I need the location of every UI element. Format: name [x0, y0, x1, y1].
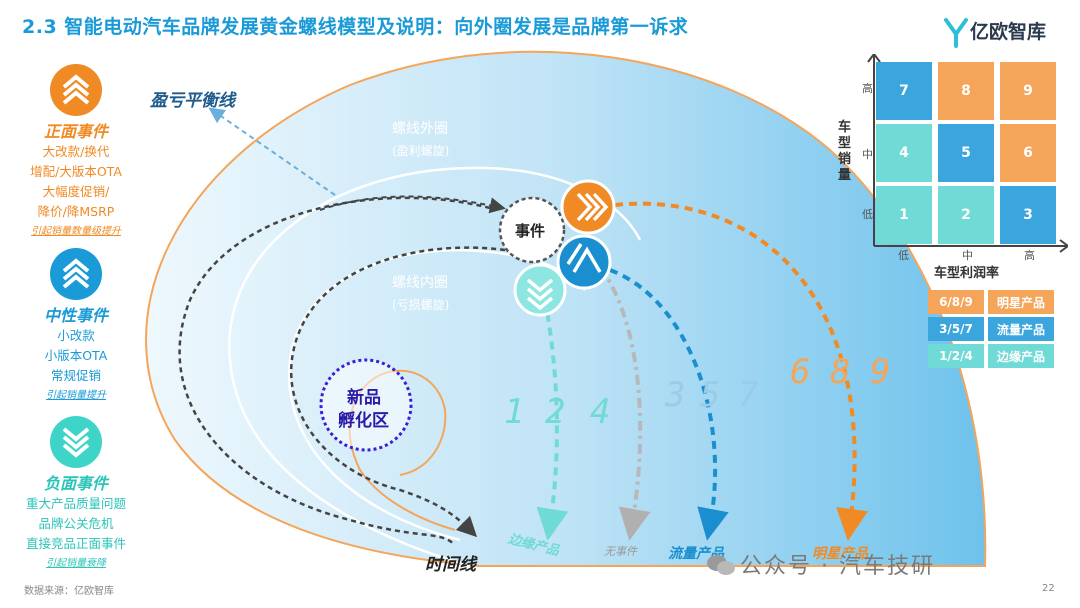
matrix-axes — [867, 54, 1068, 253]
outer-ring-sublabel: (盈利螺旋) — [392, 144, 450, 158]
matrix-cell: 6 — [1000, 124, 1056, 182]
positive-event-item: 增配/大版本OTA — [30, 164, 122, 179]
matrix-y-tick: 高 — [862, 82, 873, 95]
flow-number: 3 — [665, 375, 686, 415]
legend-code: 6/8/9 — [928, 290, 984, 314]
brand-logo-text: 亿欧智库 — [970, 21, 1047, 43]
event-node-label: 事件 — [515, 222, 546, 240]
negative-event-item: 直接竞品正面事件 — [25, 536, 126, 551]
flow-number: 5 — [700, 375, 721, 415]
star-product-arrow — [614, 201, 868, 541]
positive-event-item: 降价/降MSRP — [37, 204, 115, 219]
positive-event-block: 正面事件 大改款/换代 增配/大版本OTA 大幅度促销/ 降价/降MSRP 引起… — [12, 64, 140, 237]
positive-event-item: 大幅度促销/ — [42, 184, 110, 199]
inner-ring-label: 螺线内圈 — [392, 275, 448, 291]
negative-event-item: 重大产品质量问题 — [25, 496, 126, 511]
matrix-y-tick: 中 — [862, 148, 873, 161]
matrix-y-tick: 低 — [862, 208, 873, 221]
legend-code: 1/2/4 — [928, 344, 984, 368]
positive-event-icon — [50, 64, 102, 116]
matrix-x-tick: 中 — [962, 249, 973, 262]
matrix-x-tick: 高 — [1024, 249, 1035, 262]
star-number: 6 — [790, 352, 811, 392]
page-number: 22 — [1042, 583, 1055, 594]
event-node — [498, 196, 566, 264]
negative-event-item: 品牌公关危机 — [38, 516, 114, 531]
positive-event-item: 大改款/换代 — [42, 144, 110, 159]
negative-event-note: 引起销量衰降 — [46, 558, 106, 569]
wechat-icon — [707, 555, 735, 575]
incubator-node — [319, 358, 413, 452]
star-number: 9 — [870, 352, 891, 392]
breakeven-label: 盈亏平衡线 — [150, 91, 235, 111]
matrix-cell: 3 — [1000, 186, 1056, 244]
spiral-inner-curve — [228, 166, 642, 568]
negative-event-icon — [50, 416, 102, 468]
neutral-event-block: 中性事件 小改款 小版本OTA 常规促销 引起销量提升 — [12, 248, 140, 401]
neutral-event-item: 常规促销 — [50, 368, 101, 383]
matrix-x-axis-label: 车型利润率 — [934, 266, 1000, 281]
matrix-cell: 5 — [938, 124, 994, 182]
matrix-y-axis-label: 车型销量 — [838, 120, 852, 183]
neutral-event-note: 引起销量提升 — [46, 390, 106, 401]
negative-event-block: 负面事件 重大产品质量问题 品牌公关危机 直接竞品正面事件 引起销量衰降 — [12, 416, 140, 569]
page-title: 2.3 智能电动汽车品牌发展黄金螺线模型及说明：向外圈发展是品牌第一诉求 — [22, 16, 689, 38]
legend-name: 边缘产品 — [988, 344, 1054, 368]
incubator-label-line1: 新品 — [347, 388, 381, 408]
star-number: 8 — [830, 352, 851, 392]
positive-event-note: 引起销量数量级提升 — [31, 226, 121, 237]
matrix-cell: 4 — [876, 124, 932, 182]
flow-product-arrow — [609, 268, 729, 541]
breakeven-arrow — [208, 107, 336, 196]
neutral-event-icon — [50, 248, 102, 300]
matrix-cell: 7 — [876, 62, 932, 120]
matrix-cell: 1 — [876, 186, 932, 244]
legend-code: 3/5/7 — [928, 317, 984, 341]
star-product-label: 明星产品 — [812, 546, 868, 562]
neutral-event-item: 小改款 — [57, 328, 95, 343]
edge-number: 1 — [504, 392, 525, 432]
data-source: 数据来源：亿欧智库 — [24, 586, 114, 597]
matrix-cell: 2 — [938, 186, 994, 244]
legend-name: 明星产品 — [988, 290, 1054, 314]
neutral-event-marker-icon — [556, 234, 612, 290]
no-event-label: 无事件 — [604, 545, 637, 558]
timeline-spiral — [178, 196, 491, 546]
edge-number: 4 — [590, 392, 611, 432]
matrix-x-tick: 低 — [898, 249, 909, 262]
neutral-event-item: 小版本OTA — [44, 348, 108, 363]
flow-number: 7 — [738, 375, 759, 415]
legend-name: 流量产品 — [988, 317, 1054, 341]
edge-number: 2 — [545, 392, 566, 432]
neutral-event-title: 中性事件 — [43, 306, 108, 325]
inner-ring-sublabel: (亏损螺旋) — [392, 298, 450, 312]
yiou-logo-icon — [944, 18, 968, 48]
matrix-cell: 8 — [938, 62, 994, 120]
event-arrow — [319, 195, 506, 214]
incubator-label-line2: 孵化区 — [338, 411, 389, 431]
outer-ring-label: 螺线外圈 — [392, 121, 448, 137]
matrix-cell: 9 — [1000, 62, 1056, 120]
positive-event-title: 正面事件 — [43, 122, 108, 141]
watermark-text: 公众号 · 汽车技研 — [740, 554, 935, 579]
timeline-label: 时间线 — [425, 555, 476, 575]
edge-product-arrow — [536, 299, 569, 541]
negative-event-title: 负面事件 — [43, 474, 108, 493]
timeline-spiral-inner — [289, 246, 506, 538]
